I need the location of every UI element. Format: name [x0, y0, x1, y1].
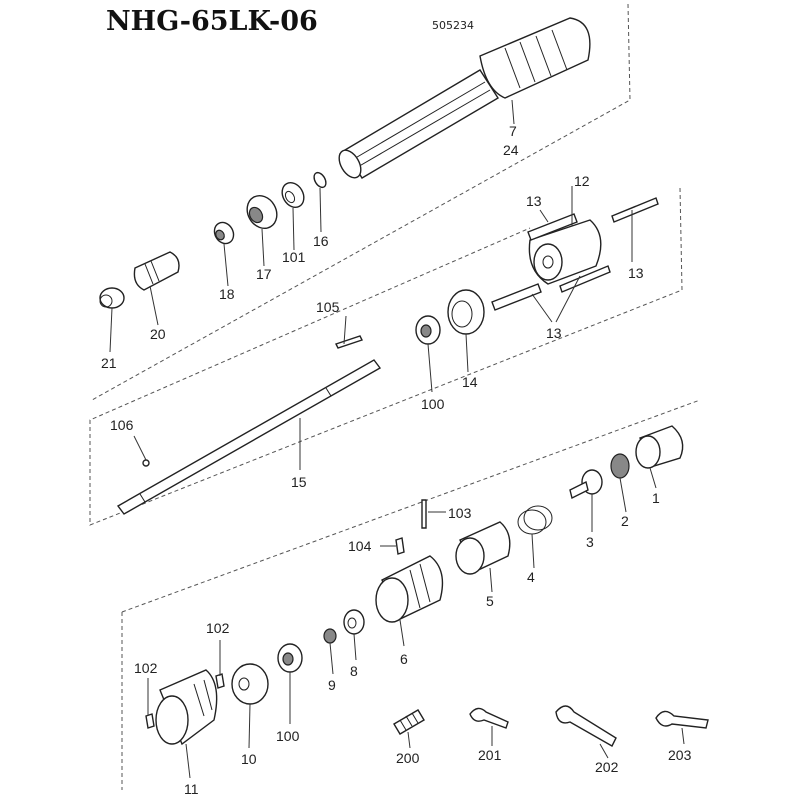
label-part-2: 2 — [621, 513, 629, 529]
part-201-wrench — [469, 707, 509, 729]
part-100-bearing-bottom — [277, 643, 303, 673]
label-part-202: 202 — [595, 759, 619, 775]
label-part-13-bottom: 13 — [546, 325, 562, 341]
part-3-valve — [569, 469, 603, 500]
label-part-101: 101 — [282, 249, 306, 265]
label-part-9: 9 — [328, 677, 336, 693]
part-104-pin — [395, 537, 405, 555]
part-18-bearing — [213, 221, 235, 245]
label-part-1: 1 — [652, 490, 660, 506]
part-11-front-housing — [155, 669, 218, 746]
part-21-nut — [99, 287, 125, 309]
label-part-15: 15 — [291, 474, 307, 490]
label-part-8: 8 — [350, 663, 358, 679]
label-part-13-top: 13 — [526, 193, 542, 209]
label-part-102-lower: 102 — [134, 660, 158, 676]
label-part-16: 16 — [313, 233, 329, 249]
label-part-10: 10 — [241, 751, 257, 767]
part-16-ring — [313, 171, 327, 189]
label-part-24: 24 — [503, 142, 519, 158]
label-part-104: 104 — [348, 538, 372, 554]
label-part-5: 5 — [486, 593, 494, 609]
part-6-housing-ring — [375, 555, 444, 623]
label-part-13-right: 13 — [628, 265, 644, 281]
label-part-103: 103 — [448, 505, 472, 521]
label-part-100-bottom: 100 — [276, 728, 300, 744]
part-5-cylinder — [455, 521, 511, 575]
part-12-rotor — [528, 219, 602, 285]
part-10-rear-plate — [231, 663, 269, 705]
label-part-11: 11 — [184, 781, 199, 797]
label-part-7: 7 — [509, 123, 517, 139]
part-17-bearing — [246, 194, 278, 230]
part-102-pin-upper — [215, 673, 225, 689]
label-part-100-mid: 100 — [421, 396, 445, 412]
part-20-collet — [133, 251, 180, 291]
label-part-4: 4 — [527, 569, 535, 585]
part-202-wrench — [555, 705, 617, 747]
frame-top — [91, 3, 631, 401]
label-part-106: 106 — [110, 417, 134, 433]
part-106-pin — [142, 459, 150, 467]
drawing-code: 505234 — [432, 19, 474, 32]
label-part-3: 3 — [586, 534, 594, 550]
label-part-14: 14 — [462, 374, 478, 390]
label-part-203: 203 — [668, 747, 692, 763]
label-part-18: 18 — [219, 286, 235, 302]
label-part-20: 20 — [150, 326, 166, 342]
part-203-wrench — [655, 710, 709, 729]
part-1-end-cap — [635, 425, 684, 469]
part-14-bearing-cup — [447, 289, 485, 335]
part-2-screen — [610, 453, 630, 479]
label-part-201: 201 — [478, 747, 502, 763]
part-100-bearing-mid — [415, 315, 441, 345]
label-part-105: 105 — [316, 299, 340, 315]
part-101-bushing — [281, 181, 305, 209]
part-8-ring — [343, 609, 365, 635]
part-103-pin — [421, 499, 427, 529]
part-13-blades — [491, 197, 659, 311]
part-200-screw — [393, 709, 425, 735]
part-7-housing-grip — [338, 17, 591, 179]
part-9-nut — [323, 628, 337, 644]
leader-lines — [109, 99, 685, 779]
label-part-12: 12 — [574, 173, 590, 189]
part-105-key — [335, 335, 363, 349]
frame-bottom-top — [121, 399, 701, 613]
label-part-200: 200 — [396, 750, 420, 766]
frame-middle — [89, 187, 683, 526]
part-4-spring — [517, 505, 553, 535]
label-part-102-upper: 102 — [206, 620, 230, 636]
label-part-21: 21 — [101, 355, 117, 371]
label-part-6: 6 — [400, 651, 408, 667]
part-102-pin-lower — [145, 713, 155, 729]
part-15-spindle — [116, 359, 382, 515]
label-part-17: 17 — [256, 266, 272, 282]
model-title: NHG-65LK-06 — [106, 6, 318, 37]
